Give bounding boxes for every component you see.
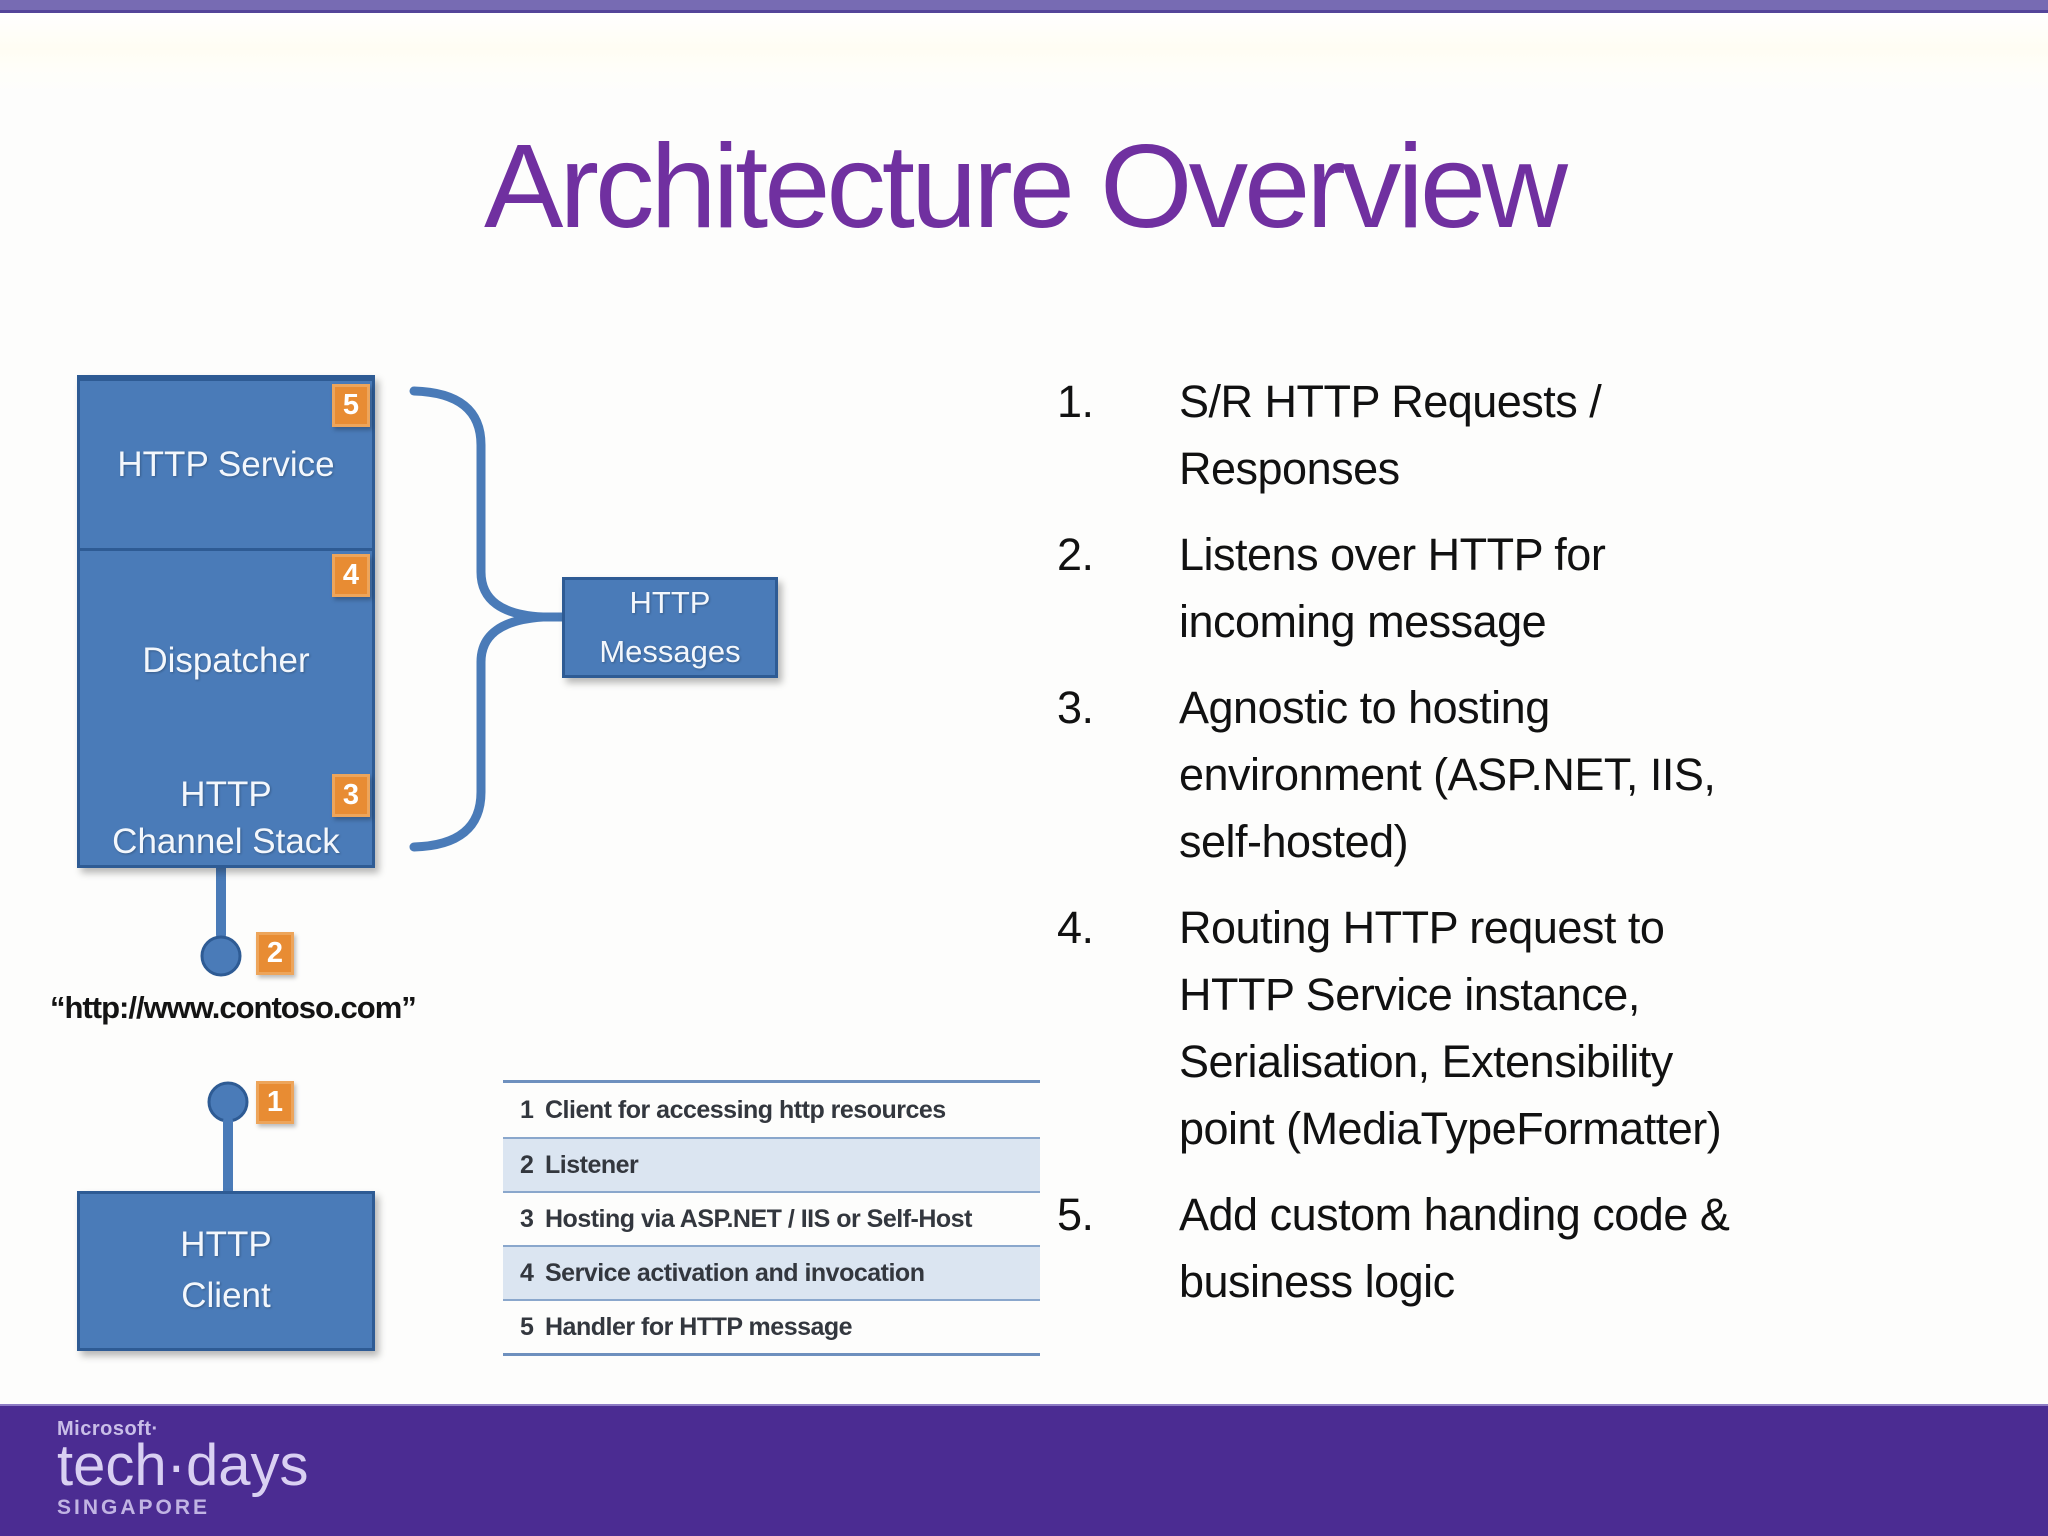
note-item: 3. Agnostic to hosting environment (ASP.… [1057,674,1987,875]
stack-section-label: Dispatcher [142,641,310,681]
note-text: Add custom handing code & business logic [1179,1189,1730,1307]
http-messages-box: HTTP Messages [562,577,778,678]
legend-row: 4 Service activation and invocation [503,1245,1040,1299]
legend-row-text: Service activation and invocation [545,1258,925,1287]
stack-section: HTTP Service 5 [80,378,372,548]
step-badge: 4 [332,554,370,597]
page-title: Architecture Overview [484,120,1568,253]
note-item: 4. Routing HTTP request to HTTP Service … [1057,894,1987,1162]
note-item: 1. S/R HTTP Requests / Responses [1057,368,1987,502]
top-accent-line [0,10,2048,13]
http-service-stack: HTTP Service 5 Dispatcher 4 HTTP Channel… [77,375,375,868]
note-text: S/R HTTP Requests / Responses [1179,376,1602,494]
note-text: Agnostic to hosting environment (ASP.NET… [1179,682,1716,867]
stack-section: Dispatcher 4 [80,548,372,771]
techdays-logo: Microsoft· tech·days SINGAPORE [57,1418,308,1520]
note-item: 2. Listens over HTTP for incoming messag… [1057,521,1987,655]
legend-row-text: Listener [545,1150,639,1179]
top-glow [0,13,2048,93]
legend-row-number: 5 [520,1312,534,1341]
footer-bar: Microsoft· tech·days SINGAPORE [0,1404,2048,1536]
singapore-wordmark: SINGAPORE [57,1496,211,1519]
note-text: Routing HTTP request to HTTP Service ins… [1179,902,1722,1154]
note-text: Listens over HTTP for incoming message [1179,529,1606,647]
listener-circle [200,935,242,977]
legend-row-number: 3 [520,1204,534,1233]
legend-row: 3 Hosting via ASP.NET / IIS or Self-Host [503,1191,1040,1245]
legend-row-text: Handler for HTTP message [545,1312,853,1341]
stack-section: HTTP Channel Stack 3 [80,771,372,866]
legend-row-text: Hosting via ASP.NET / IIS or Self-Host [545,1204,972,1233]
note-number: 1. [1057,376,1094,427]
legend-row-number: 4 [520,1258,534,1287]
legend-row-number: 1 [520,1095,534,1124]
note-number: 5. [1057,1189,1094,1240]
legend-row: 2 Listener [503,1137,1040,1191]
note-number: 2. [1057,529,1094,580]
http-client-box: HTTP Client [77,1191,375,1351]
note-number: 4. [1057,902,1094,953]
legend-row: 5 Handler for HTTP message [503,1299,1040,1353]
legend-row-text: Client for accessing http resources [545,1095,946,1124]
legend-row-number: 2 [520,1150,534,1179]
http-client-label: HTTP Client [180,1225,272,1315]
client-circle [207,1081,249,1123]
note-number: 3. [1057,682,1094,733]
top-accent-bar [0,0,2048,10]
step-badge: 5 [332,384,370,427]
notes-list: 1. S/R HTTP Requests / Responses 2. List… [1057,368,1987,1334]
http-messages-label: HTTP Messages [599,585,741,669]
microsoft-wordmark: Microsoft· [57,1418,159,1440]
legend-row: 1 Client for accessing http resources [503,1083,1040,1137]
brace [409,386,544,852]
stack-section-label: HTTP Service [117,444,335,484]
step-badge: 3 [332,773,370,817]
stack-section-label: HTTP Channel Stack [112,774,340,861]
step-badge-client: 1 [256,1081,294,1124]
legend-table: 1 Client for accessing http resources 2 … [503,1080,1040,1356]
techdays-wordmark: tech·days [57,1433,309,1498]
note-item: 5. Add custom handing code & business lo… [1057,1181,1987,1315]
step-badge-listener: 2 [256,932,294,975]
contoso-url-label: “http://www.contoso.com” [50,990,417,1025]
